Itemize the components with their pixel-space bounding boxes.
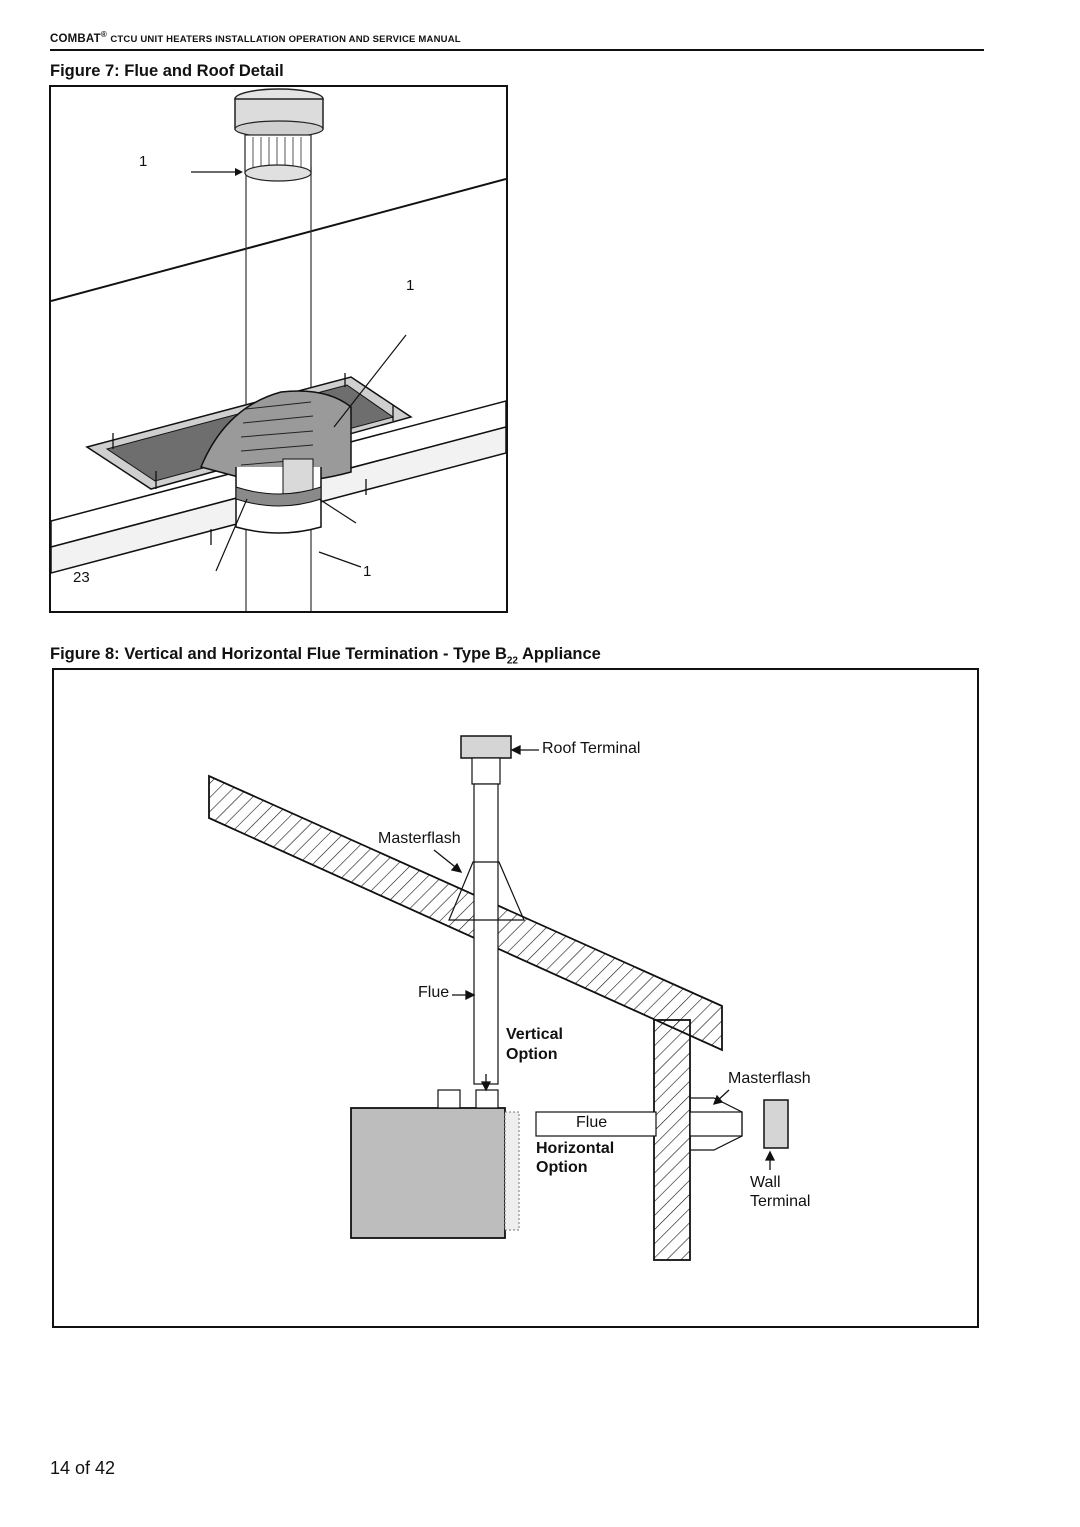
- callout-1a: 1: [139, 153, 148, 170]
- roof-detail-drawing: [51, 88, 506, 611]
- callout-1b: 1: [406, 277, 415, 294]
- figure7-title: Figure 7: Flue and Roof Detail: [50, 62, 284, 80]
- label-horizontal-option-1: Horizontal: [536, 1140, 615, 1157]
- label-masterflash-roof: Masterflash: [378, 830, 461, 847]
- header-reg: ®: [100, 30, 107, 39]
- label-vertical-option-2: Option: [506, 1046, 558, 1063]
- header-rule: [50, 49, 984, 51]
- figure8-title-suffix: Appliance: [518, 645, 601, 663]
- header-title: CTCU Unit Heaters Installation Operation…: [110, 33, 461, 45]
- header-brand: COMBAT: [50, 32, 101, 45]
- page-number: 14 of 42: [50, 1458, 116, 1478]
- figure8-title-prefix: Figure 8: Vertical and Horizontal Flue T…: [50, 645, 507, 663]
- label-flue-vertical: Flue: [418, 984, 450, 1001]
- figure8-frame: Roof Terminal Masterflash Flue Vertical …: [52, 668, 979, 1328]
- label-vertical-option-1: Vertical: [506, 1026, 563, 1043]
- label-wall-terminal-2: Terminal: [750, 1193, 811, 1210]
- callout-23: 23: [73, 569, 90, 586]
- figure8-title: Figure 8: Vertical and Horizontal Flue T…: [50, 645, 601, 666]
- label-roof-terminal: Roof Terminal: [542, 740, 641, 757]
- label-flue-horizontal: Flue: [576, 1114, 608, 1131]
- callout-1c: 1: [363, 563, 372, 580]
- label-wall-terminal-1: Wall: [750, 1174, 781, 1191]
- flue-termination-drawing: [208, 735, 789, 1261]
- label-masterflash-wall: Masterflash: [728, 1070, 811, 1087]
- figure8-title-sub: 22: [506, 655, 518, 667]
- manual-header: COMBAT® CTCU Unit Heaters Installation O…: [50, 30, 984, 45]
- figure7-frame: 1 1 1 23: [49, 85, 508, 613]
- label-horizontal-option-2: Option: [536, 1159, 588, 1176]
